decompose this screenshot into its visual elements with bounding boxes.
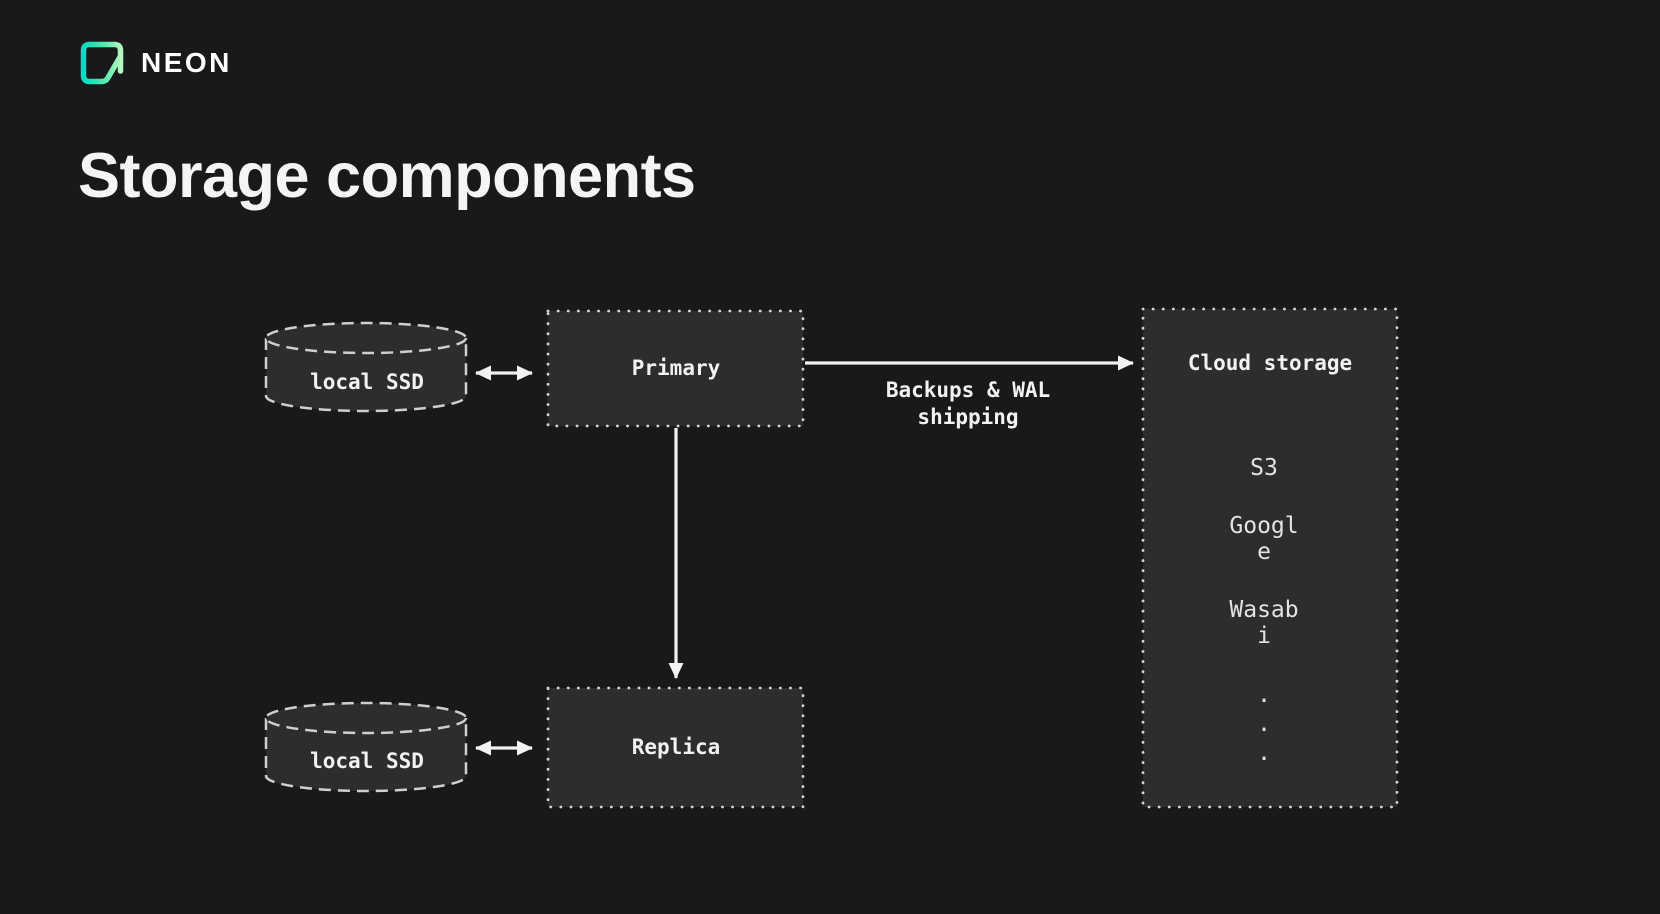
primary-box (546, 309, 805, 428)
cloud-provider-google: Google (1229, 513, 1299, 565)
local-ssd-top-cylinder (264, 321, 468, 413)
cloud-storage-box (1141, 307, 1399, 809)
local-ssd-top-label: local SSD (310, 370, 424, 394)
cloud-provider-wasabi: Wasabi (1229, 597, 1299, 649)
brand-wordmark: NEON (141, 47, 232, 78)
local-ssd-bottom-label: local SSD (310, 749, 424, 773)
page-title: Storage components (78, 141, 696, 211)
cloud-provider-s3: S3 (1250, 455, 1278, 481)
replica-box (546, 686, 805, 809)
brand: NEON (77, 38, 232, 88)
neon-logo-icon (80, 41, 124, 85)
backups-wal-label: Backups & WAL shipping (885, 378, 1051, 429)
neon-logo-path (80, 41, 124, 85)
local-ssd-bottom-cylinder (264, 701, 468, 793)
cloud-provider-list: S3 Google Wasabi . . . (1229, 455, 1298, 768)
primary-label: Primary (631, 356, 721, 380)
replica-label: Replica (631, 735, 721, 759)
cloud-storage-title: Cloud storage (1187, 351, 1353, 375)
cloud-provider-ellipsis: . . . (1257, 682, 1271, 766)
